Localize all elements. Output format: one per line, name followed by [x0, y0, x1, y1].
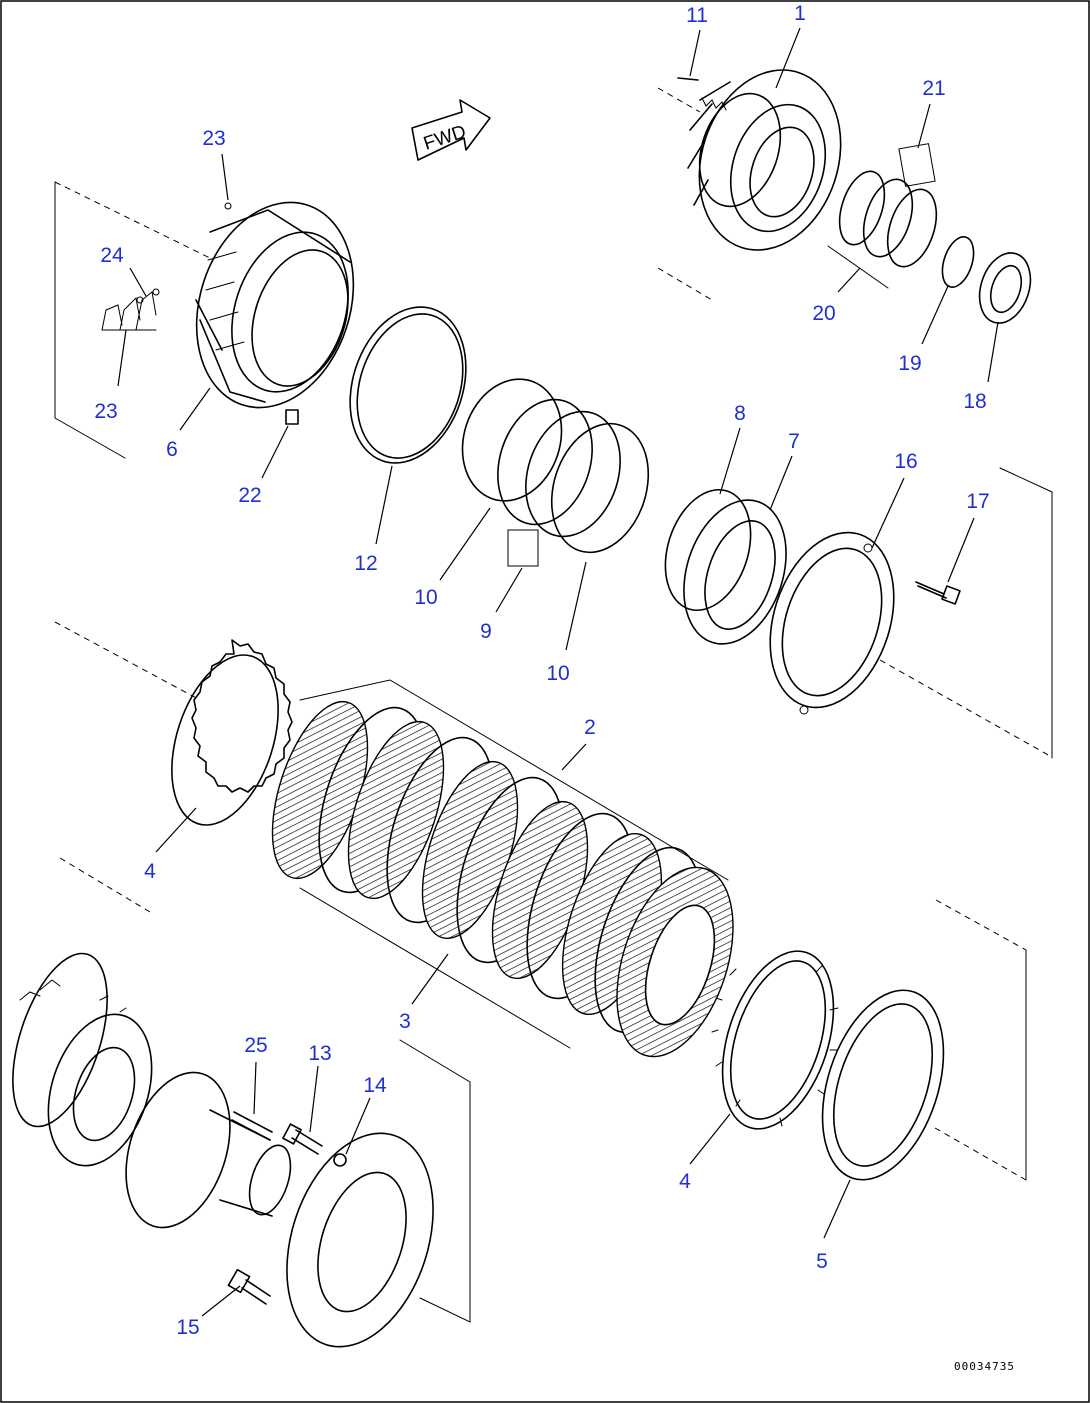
part-20-21-seal-set	[827, 143, 938, 289]
fwd-arrow-marker: FWD	[411, 99, 491, 161]
axis-line-top-left	[657, 87, 701, 113]
axis-line-end-plate	[934, 1127, 1027, 1181]
part-17-bolt	[915, 581, 961, 605]
part-12-seal-ring	[349, 306, 467, 464]
part-7-8-retainer	[664, 488, 787, 645]
callout-1: 1	[794, 2, 806, 25]
part-19-o-ring	[941, 236, 975, 288]
callout-23-top: 23	[202, 127, 225, 150]
fwd-label: FWD	[421, 121, 469, 154]
callout-9: 9	[480, 620, 492, 643]
callout-3: 3	[399, 1010, 411, 1033]
part-15-bolt	[227, 1268, 271, 1305]
part-2-3-disc-pack	[271, 700, 734, 1058]
axis-line-top-right	[657, 267, 713, 301]
drawing-number: 00034735	[954, 1360, 1015, 1373]
callout-18: 18	[963, 390, 986, 413]
callout-16: 16	[894, 450, 917, 473]
callout-2: 2	[584, 716, 596, 739]
axis-line-lower-right	[935, 899, 1027, 951]
callout-4-top: 4	[144, 860, 156, 883]
callout-21: 21	[922, 77, 945, 100]
part-4-steel-plate-bottom	[711, 950, 839, 1130]
callout-6: 6	[166, 438, 178, 461]
callout-13: 13	[308, 1042, 331, 1065]
callout-20: 20	[812, 302, 835, 325]
callout-4-bottom: 4	[679, 1170, 691, 1193]
callout-17: 17	[966, 490, 989, 513]
axis-line-lower-left	[59, 857, 151, 913]
part-18-seal	[978, 252, 1032, 324]
part-23-plug-top	[224, 202, 232, 210]
part-6-brake-housing	[195, 201, 355, 425]
axis-line-plate	[879, 659, 1051, 757]
part-5-end-plate	[821, 989, 945, 1181]
axis-line-housing	[54, 181, 211, 259]
callout-12: 12	[354, 552, 377, 575]
part-13-bolt	[282, 1123, 323, 1155]
callout-25: 25	[244, 1034, 267, 1057]
part-4-steel-plate-top	[171, 639, 293, 826]
callout-10-left: 10	[414, 586, 437, 609]
callout-15: 15	[176, 1316, 199, 1339]
part-9-10-piston-rings	[461, 378, 650, 567]
axle-hub-reference	[12, 952, 434, 1348]
leader-lines	[117, 27, 999, 1317]
part-1-housing	[687, 69, 842, 251]
part-11-pin	[677, 77, 699, 81]
part-3-group-bracket	[299, 887, 571, 1049]
callout-11: 11	[686, 4, 708, 27]
axis-line-mid-left	[54, 621, 201, 701]
group-bracket-left	[54, 181, 126, 459]
part-25-stud	[231, 1111, 273, 1141]
callout-7: 7	[788, 430, 800, 453]
callout-14: 14	[363, 1074, 387, 1097]
callout-24: 24	[100, 244, 124, 267]
callout-8: 8	[734, 402, 746, 425]
callout-labels: 1 2 3 4 4 5 6 7 8 9 10 10 11 12 13 14 15…	[94, 2, 989, 1339]
callout-23-bottom: 23	[94, 400, 117, 423]
part-23-24-fittings	[101, 288, 160, 331]
callout-5: 5	[816, 1250, 828, 1273]
group-bracket-right-upper	[999, 467, 1053, 759]
group-bracket-lower	[399, 1039, 471, 1323]
callout-22: 22	[238, 484, 261, 507]
callout-19: 19	[898, 352, 921, 375]
part-2-group-bracket	[299, 679, 729, 881]
part-14-washer	[333, 1153, 347, 1167]
callout-10-right: 10	[546, 662, 569, 685]
